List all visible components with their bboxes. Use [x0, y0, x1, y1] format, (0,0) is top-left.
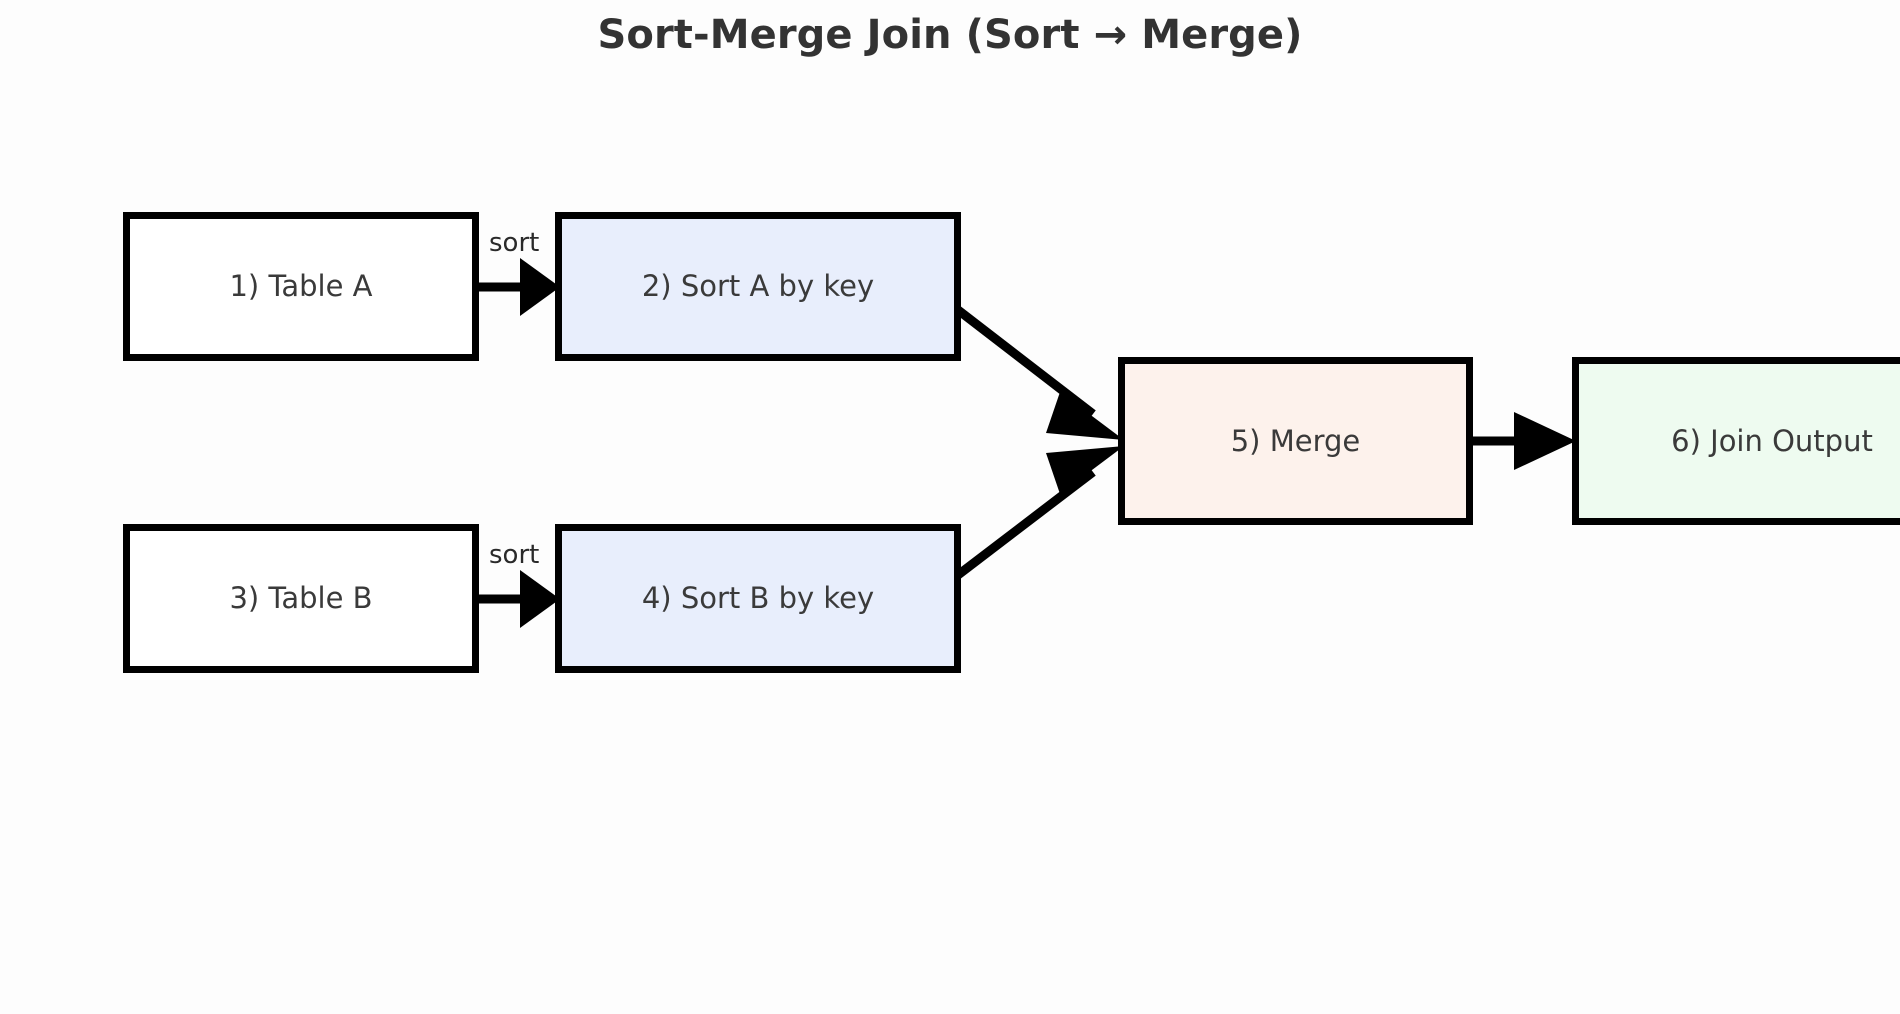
node-merge[interactable]: 5) Merge — [1118, 357, 1473, 525]
node-join-output[interactable]: 6) Join Output — [1572, 357, 1900, 525]
node-sort-a[interactable]: 2) Sort A by key — [555, 212, 961, 361]
edge-label-sort-b: sort — [489, 540, 540, 570]
node-table-a[interactable]: 1) Table A — [123, 212, 479, 361]
node-table-a-label: 1) Table A — [229, 269, 373, 304]
node-sort-b-label: 4) Sort B by key — [641, 581, 875, 616]
edge-merge-to-join-output — [1473, 412, 1576, 470]
node-table-b-label: 3) Table B — [229, 581, 373, 616]
node-join-output-label: 6) Join Output — [1671, 423, 1873, 458]
node-sort-a-label: 2) Sort A by key — [641, 269, 875, 304]
diagram-title: Sort-Merge Join (Sort → Merge) — [597, 12, 1303, 58]
edge-sort-a-to-merge — [955, 306, 1124, 440]
edge-sort-b-to-merge — [955, 446, 1124, 579]
node-table-b[interactable]: 3) Table B — [123, 524, 479, 673]
node-merge-label: 5) Merge — [1230, 423, 1361, 458]
edge-label-sort-a: sort — [489, 228, 540, 258]
edge-table-a-to-sort-a — [479, 258, 560, 316]
node-sort-b[interactable]: 4) Sort B by key — [555, 524, 961, 673]
edge-table-b-to-sort-b — [479, 570, 560, 628]
